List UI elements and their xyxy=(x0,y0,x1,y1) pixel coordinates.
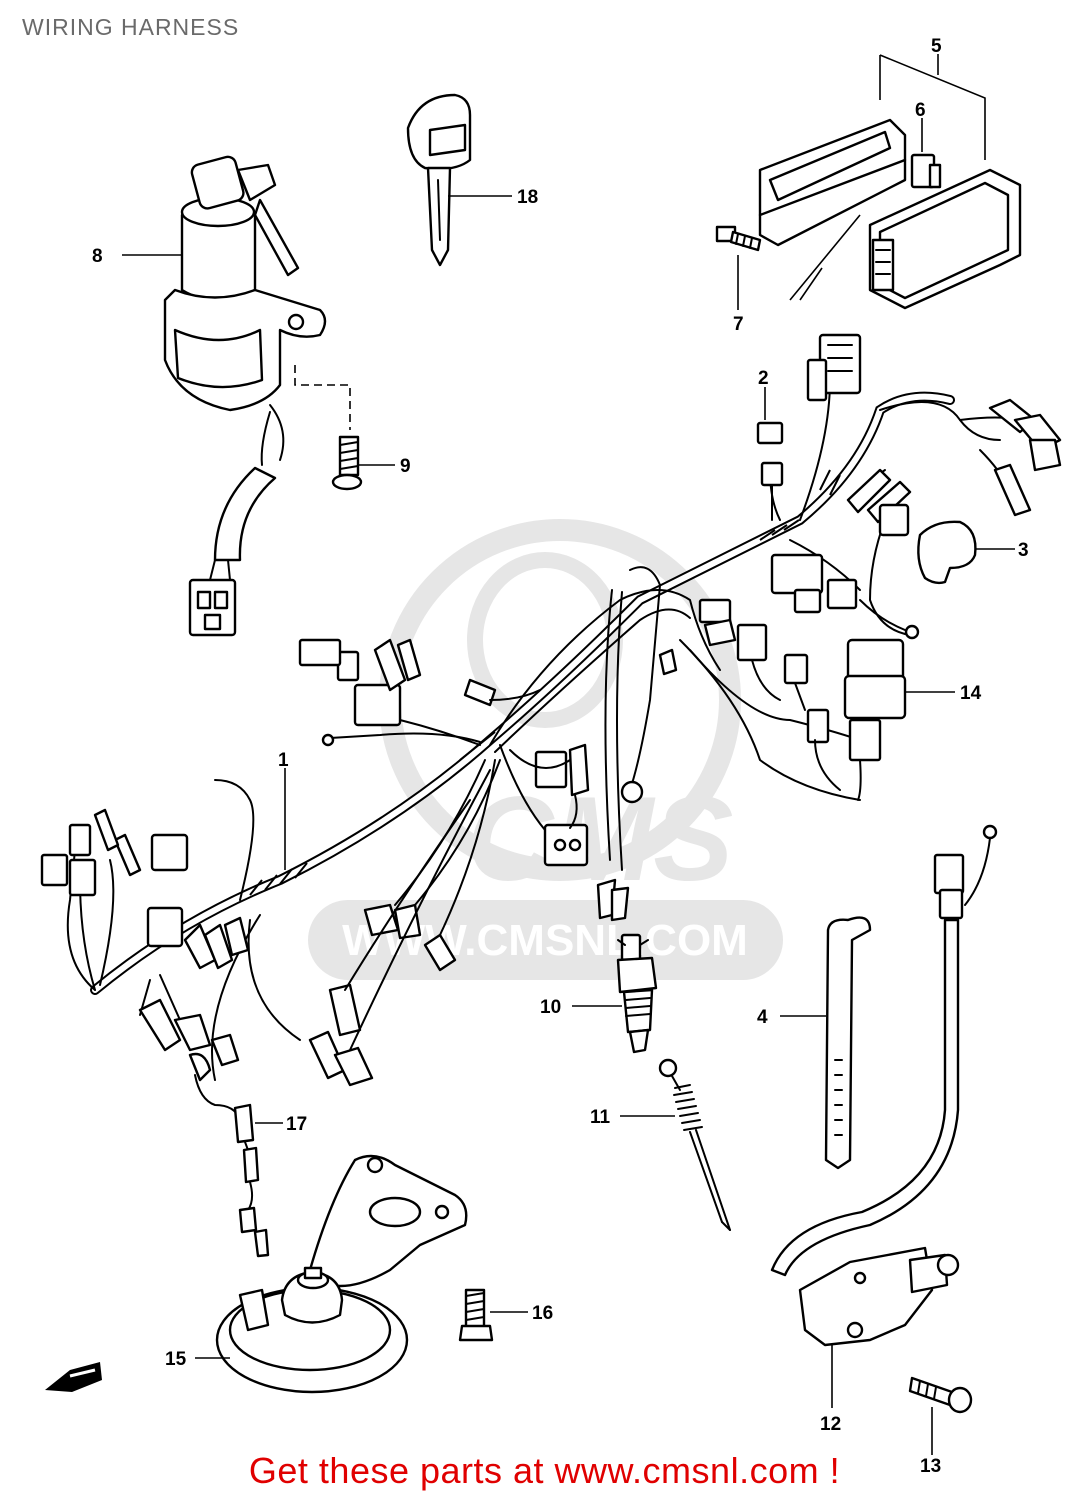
screw-7 xyxy=(715,225,762,252)
left-harness-connectors xyxy=(40,759,501,1087)
horn-15 xyxy=(215,1154,468,1394)
terminal-cap-3 xyxy=(917,520,977,585)
switch-12 xyxy=(770,824,998,1347)
cms-watermark: CMS WWW.CMSNL.COM xyxy=(308,519,783,980)
callout-3: 3 xyxy=(1018,540,1029,561)
callout-7: 7 xyxy=(733,314,744,335)
page-title: WIRING HARNESS xyxy=(22,14,240,40)
right-connectors xyxy=(658,333,1062,801)
callout-6: 6 xyxy=(915,100,926,121)
callout-12: 12 xyxy=(820,1414,841,1435)
bolt-16 xyxy=(458,1288,494,1342)
callout-8: 8 xyxy=(92,246,103,267)
screw-9 xyxy=(331,435,363,491)
call-to-action-text: Get these parts at www.cmsnl.com ! xyxy=(248,1450,841,1491)
part-callouts: 1 2 3 4 5 6 7 8 9 10 11 12 13 14 15 16 1… xyxy=(92,36,1029,1477)
callout-18: 18 xyxy=(517,187,538,208)
callout-13: 13 xyxy=(920,1456,941,1477)
front-direction-arrow xyxy=(45,1362,102,1392)
callout-11: 11 xyxy=(590,1107,611,1128)
callout-14: 14 xyxy=(960,683,982,704)
callout-9: 9 xyxy=(400,456,411,477)
screw-13 xyxy=(908,1376,973,1414)
ignition-switch xyxy=(163,155,351,637)
callout-leaders xyxy=(122,54,1015,1455)
callout-17: 17 xyxy=(286,1114,307,1135)
main-harness xyxy=(90,339,1021,995)
callout-15: 15 xyxy=(165,1349,187,1370)
callout-1: 1 xyxy=(278,750,289,771)
igniter-unit xyxy=(758,54,1022,310)
switch-10 xyxy=(616,933,658,1054)
ignition-key xyxy=(406,93,472,267)
lead-wire-17 xyxy=(194,1074,270,1258)
callout-10: 10 xyxy=(540,997,561,1018)
spring-11 xyxy=(658,1058,731,1231)
relay-14 xyxy=(843,638,907,720)
tie-wrap-4 xyxy=(824,916,872,1170)
relay-2 xyxy=(756,421,784,521)
callout-5: 5 xyxy=(931,36,942,57)
callout-2: 2 xyxy=(758,368,769,389)
center-connectors xyxy=(298,638,644,922)
callout-4: 4 xyxy=(757,1007,768,1028)
callout-16: 16 xyxy=(532,1303,553,1324)
